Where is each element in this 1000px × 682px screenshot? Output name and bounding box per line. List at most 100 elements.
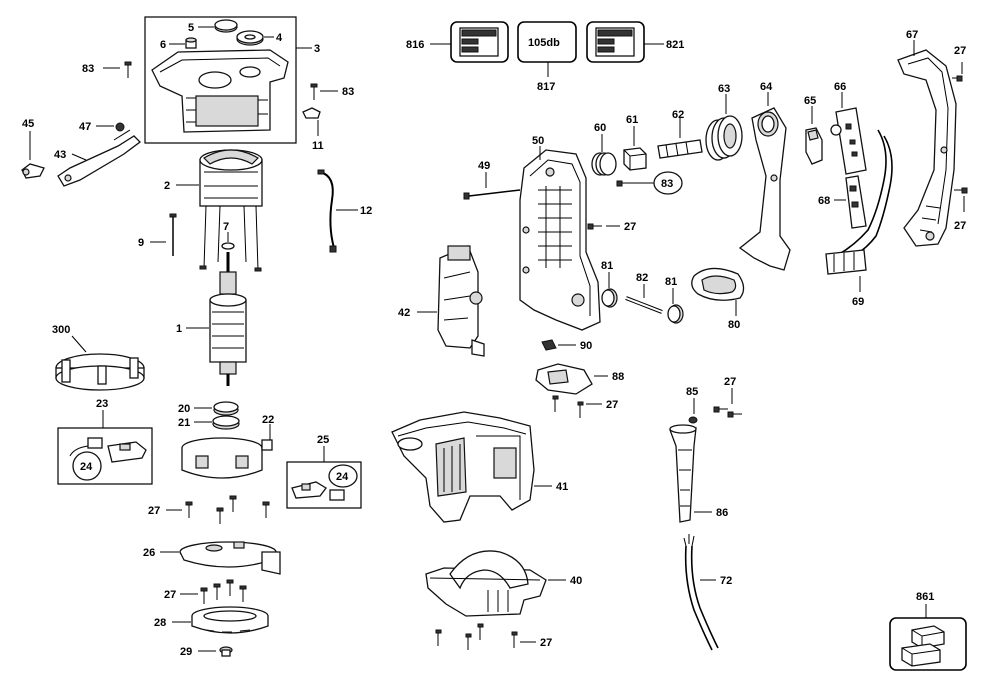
part-61-block [623,147,647,171]
label-81b: 81 [665,276,677,288]
part-3-gearcase [151,49,289,133]
part-43-lever [57,129,141,187]
part-27-screw-right [954,187,968,194]
part-27-screws-88 [552,395,584,418]
label-90: 90 [580,340,592,352]
label-12: 12 [360,205,372,217]
label-60: 60 [594,122,606,134]
label-72: 72 [720,575,732,587]
part-86-cord-protector [669,424,697,523]
label-61: 61 [626,114,638,126]
label-6: 6 [160,39,166,51]
part-27-screws-row-2 [200,579,247,604]
label-67: 67 [906,29,918,41]
label-85: 85 [686,386,698,398]
part-68-switch [845,175,867,229]
part-26-end-plate [179,541,281,575]
part-45-knob [21,163,45,179]
label-29: 29 [180,646,192,658]
part-80-grip-pad [691,267,745,301]
label-62: 62 [672,109,684,121]
label-83b: 83 [342,86,354,98]
part-63-boot [705,115,743,161]
label-24a: 24 [80,461,93,473]
label-2: 2 [164,180,170,192]
label-25: 25 [317,434,329,446]
label-5: 5 [188,22,194,34]
label-65: 65 [804,95,816,107]
part-27-screws-cord [713,406,742,418]
part-83-screw-c [616,180,640,187]
label-88: 88 [612,371,624,383]
label-11: 11 [312,140,324,152]
part-2-field [199,149,263,272]
label-83a: 83 [82,63,94,75]
part-88-cover [535,363,593,395]
label-27h: 27 [724,376,736,388]
part-25-brush-holder [291,481,345,501]
part-6-bushing [185,37,197,49]
part-72-cord [683,534,719,651]
label-20: 20 [178,403,190,415]
part-81-bearing-right [667,304,684,324]
part-90-clip [541,339,557,351]
part-12-wire [317,169,337,253]
part-21-bearing [212,415,240,430]
gearcase-group-box [144,16,297,144]
part-11-clip [302,107,321,119]
label-69: 69 [852,296,864,308]
label-50: 50 [532,135,544,147]
part-29-screw [219,646,233,657]
label-26: 26 [143,547,155,559]
label-81a: 81 [601,260,613,272]
label-300: 300 [52,324,70,336]
part-64-handle-cover [738,107,791,271]
part-24-callout-b [328,464,358,488]
label-27f: 27 [606,399,618,411]
part-9-screw [169,213,177,256]
part-42-module [437,245,485,357]
label-817-text: 105db [528,37,560,49]
label-47: 47 [79,121,91,133]
label-22: 22 [262,414,274,426]
label-27c: 27 [954,45,966,57]
label-41: 41 [556,481,568,493]
label-1: 1 [176,323,182,335]
part-41-gear-housing [391,411,535,523]
part-300-baffle [55,353,145,391]
label-83c: 83 [661,178,673,190]
label-816: 816 [406,39,424,51]
label-27b: 27 [164,589,176,601]
part-861-kit-cases [901,625,945,667]
label-66: 66 [834,81,846,93]
part-83-callout [653,171,683,195]
part-27-screws-row-1 [185,495,270,524]
part-23-brush-holder [69,437,147,463]
part-82-pin [625,296,663,314]
label-3: 3 [314,43,320,55]
label-4: 4 [276,32,283,44]
part-27-screw-center [587,223,602,230]
label-24b: 24 [336,471,349,483]
part-83-screw-b [310,83,318,100]
part-49-screw [463,189,521,200]
part-1-armature [209,252,247,386]
label-27d: 27 [954,220,966,232]
label-40: 40 [570,575,582,587]
part-60-spring [591,152,617,176]
part-28-ring [191,606,269,634]
label-21: 21 [178,417,190,429]
part-50-housing [519,149,601,331]
label-42: 42 [398,307,410,319]
part-24-callout-a [72,451,102,481]
part-66-pcb [830,107,867,175]
part-817-label [517,21,577,63]
label-43: 43 [54,149,66,161]
label-861: 861 [916,591,934,603]
label-45: 45 [22,118,34,130]
part-85-screw [688,416,698,424]
label-49: 49 [478,160,490,172]
part-62-switch-rod [657,139,703,159]
brush-group-box-25 [286,461,362,509]
